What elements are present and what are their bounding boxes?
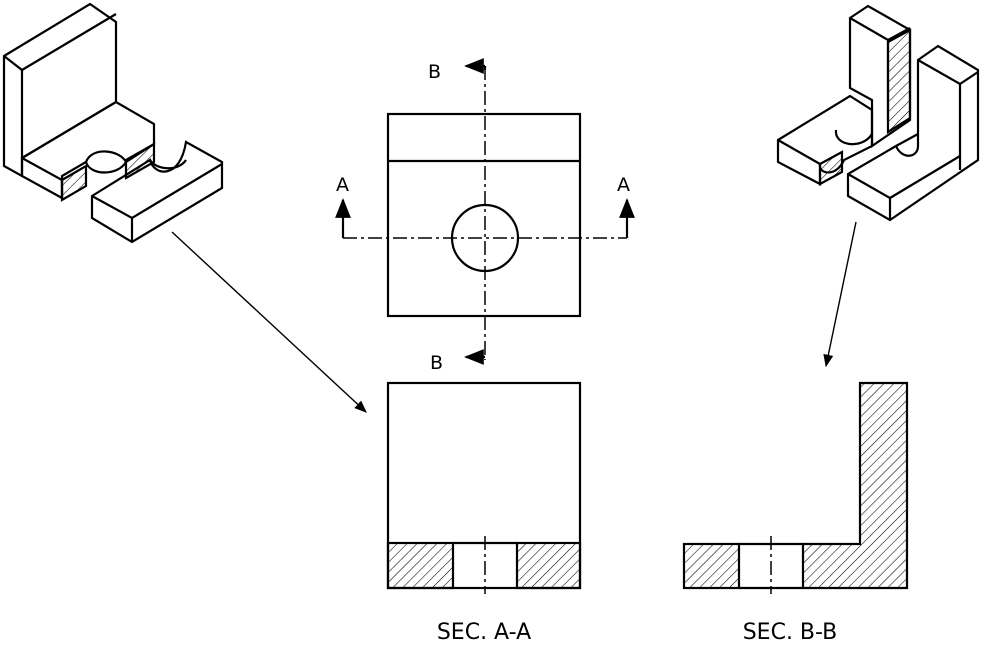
section-a-a-outline <box>386 381 582 590</box>
iso-b-cut-face-base <box>818 150 844 186</box>
leader-arrow-b-b <box>823 221 857 368</box>
cut-label-a-left: A <box>336 174 349 196</box>
cut-label-b-top: B <box>428 61 441 83</box>
iso-b-cut-face-upright <box>886 28 912 135</box>
section-a-a-cut-right <box>515 541 582 590</box>
section-b-b-cut-right <box>801 381 909 590</box>
top-view-outline <box>386 112 582 318</box>
section-b-b-view <box>682 381 909 594</box>
cut-label-a-right: A <box>617 174 630 196</box>
iso-b-left-plate <box>848 4 912 149</box>
section-a-a-cut-left <box>386 541 455 590</box>
cut-label-b-bottom: B <box>430 352 443 374</box>
iso-b-right-plate <box>846 44 980 222</box>
iso-a-cut-face-left <box>60 164 88 202</box>
section-b-b-caption: SEC. B-B <box>743 620 838 645</box>
iso-a-base-right <box>90 140 224 244</box>
iso-a-base-left <box>20 100 156 200</box>
section-b-b-cut-left <box>682 542 741 590</box>
section-a-a-caption: SEC. A-A <box>437 620 531 645</box>
top-view <box>335 58 635 365</box>
isometric-section-b-b <box>776 4 980 222</box>
section-a-a-view <box>386 381 582 594</box>
leader-arrow-a-a <box>171 231 367 413</box>
iso-a-back-plate <box>2 2 118 178</box>
isometric-section-a-a <box>2 2 224 244</box>
